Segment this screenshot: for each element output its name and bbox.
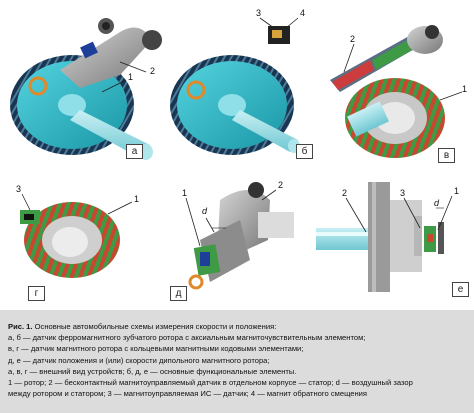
panel-v-drawing bbox=[330, 25, 463, 158]
callout-e-2: 2 bbox=[342, 188, 348, 198]
callout-a-1: 1 bbox=[128, 72, 134, 82]
illustration-svg bbox=[0, 17, 474, 308]
callout-g-3: 3 bbox=[16, 184, 22, 194]
panel-label-g: г bbox=[28, 286, 45, 301]
callout-b-3: 3 bbox=[256, 8, 262, 18]
panel-label-b: б bbox=[296, 144, 313, 159]
caption-line: д, е — датчик положения и (или) скорости… bbox=[8, 355, 270, 365]
panel-e-drawing bbox=[316, 182, 453, 292]
figure-caption: Рис. 1. Основные автомобильные схемы изм… bbox=[0, 310, 474, 413]
panel-a-drawing bbox=[10, 18, 162, 160]
callout-e-gap: d bbox=[434, 198, 440, 208]
panel-label-d: д bbox=[170, 286, 187, 301]
caption-line: 1 — ротор; 2 — бесконтактный магнитоупра… bbox=[8, 378, 413, 388]
panel-label-e: е bbox=[452, 282, 469, 297]
caption-line: а, б — датчик ферромагнитного зубчатого … bbox=[8, 333, 366, 343]
panel-g-drawing bbox=[20, 193, 133, 278]
callout-v-2: 2 bbox=[350, 34, 356, 44]
callout-v-1: 1 bbox=[462, 84, 468, 94]
panel-label-a: а bbox=[126, 144, 143, 159]
caption-line: в, г — датчик магнитного ротора с кольце… bbox=[8, 344, 304, 354]
callout-e-3: 3 bbox=[400, 188, 406, 198]
callout-d-2: 2 bbox=[278, 180, 284, 190]
caption-label: Рис. 1. bbox=[8, 322, 33, 331]
callout-a-2: 2 bbox=[150, 66, 156, 76]
callout-d-1: 1 bbox=[182, 188, 188, 198]
illustration-panels: а б в г д е 1 2 3 4 2 1 3 1 1 2 d 2 3 1 … bbox=[0, 8, 474, 308]
panel-label-v: в bbox=[438, 148, 455, 163]
callout-d-gap: d bbox=[202, 206, 208, 216]
panel-b-drawing bbox=[170, 17, 300, 155]
callout-g-1: 1 bbox=[134, 194, 140, 204]
caption-title: Основные автомобильные схемы измерения с… bbox=[32, 322, 277, 331]
caption-title-line: Рис. 1. Основные автомобильные схемы изм… bbox=[8, 321, 468, 332]
caption-line: между ротором и статором; 3 — магнитоупр… bbox=[8, 389, 368, 399]
panel-d-drawing bbox=[185, 182, 294, 290]
callout-e-1: 1 bbox=[454, 186, 460, 196]
callout-b-4: 4 bbox=[300, 8, 306, 18]
caption-line: а, в, г — внешний вид устройств; б, д, е… bbox=[8, 366, 297, 376]
